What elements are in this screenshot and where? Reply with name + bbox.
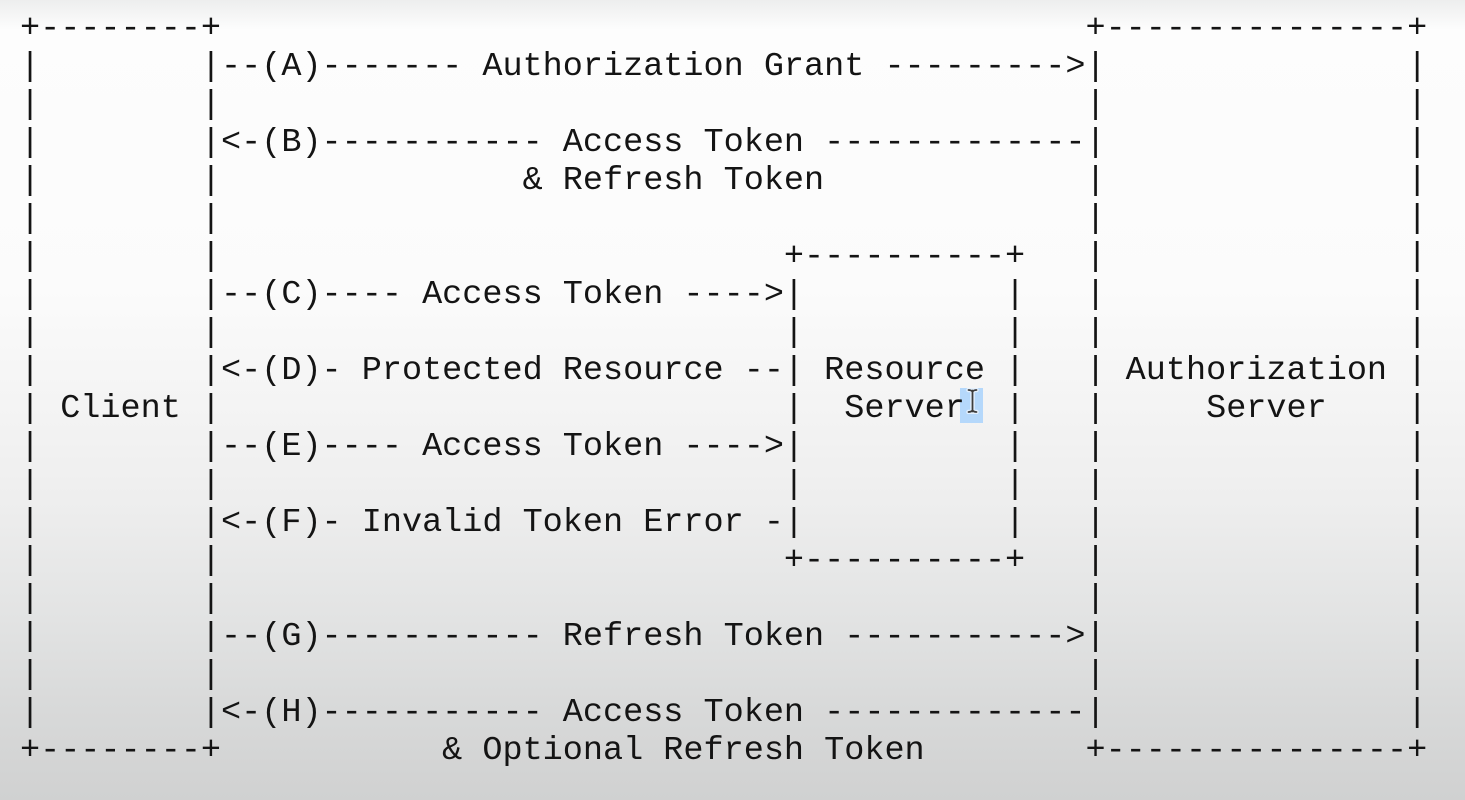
ibeam-cursor-glyph: [967, 389, 978, 413]
oauth-ascii-flow-diagram[interactable]: +--------+ +---------------+ | |--(A)---…: [20, 10, 1428, 770]
ibeam-cursor-icon: [966, 388, 979, 414]
